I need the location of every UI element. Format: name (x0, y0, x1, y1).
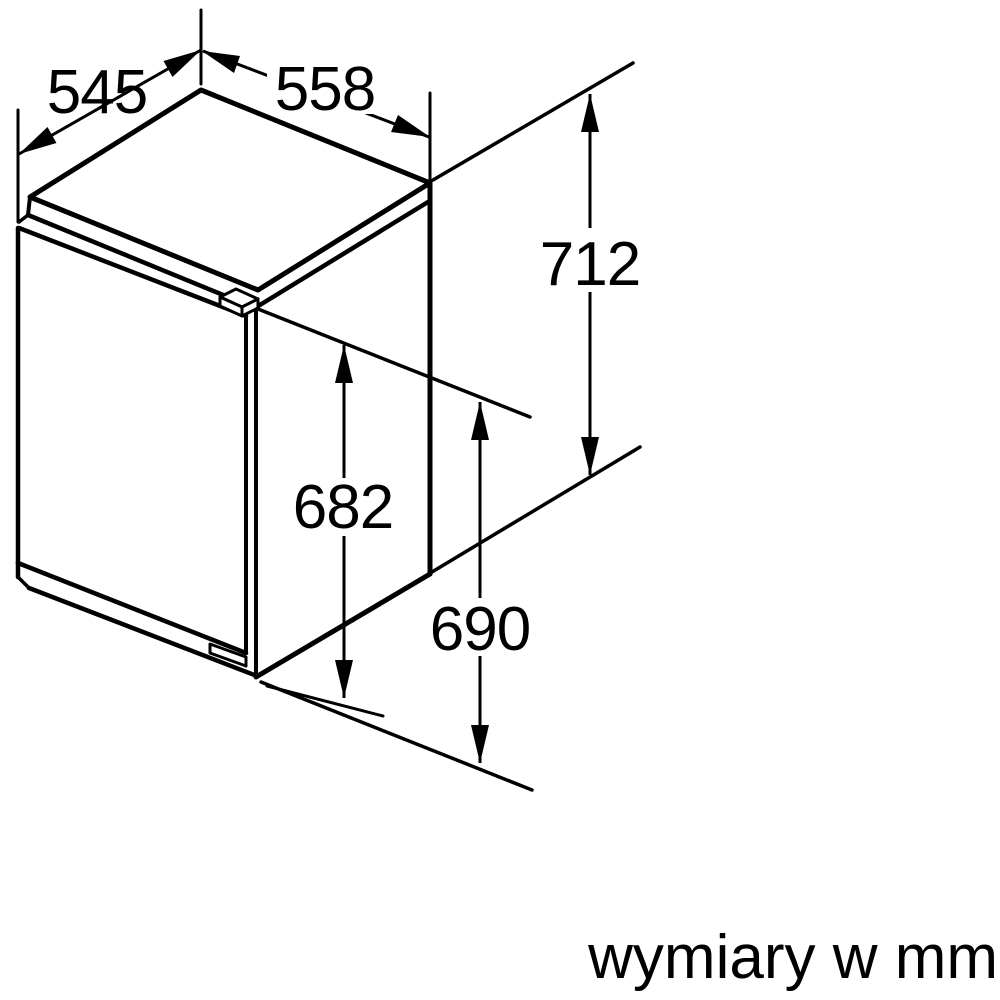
dimension-690: 690 (428, 402, 532, 763)
dimension-558-label: 558 (275, 55, 375, 124)
top-slab-door-step (17, 213, 30, 224)
door-top-reference-line (256, 307, 532, 419)
door-bottom-edge-lower (26, 585, 260, 679)
door-bottom-edge-upper (15, 560, 249, 656)
dimension-545: 545 (18, 48, 202, 156)
dimension-712: 712 (538, 94, 642, 475)
floor-reference-line (259, 680, 534, 792)
dimension-690-label: 690 (430, 595, 530, 664)
height-bottom-reference-line (430, 445, 642, 574)
dimension-712-arrowhead-top (581, 94, 599, 132)
dimension-682: 682 (292, 345, 396, 698)
dimension-712-label: 712 (540, 230, 640, 299)
height-top-reference-line (431, 61, 635, 182)
door-bottom-left-cap-slant (16, 575, 31, 590)
dimension-558: 558 (202, 49, 430, 139)
top-slab-left-cap (26, 195, 32, 217)
units-caption: wymiary w mm (587, 923, 998, 992)
door-foot-block (208, 642, 248, 668)
dimension-545-label: 545 (47, 58, 147, 127)
reference-lines (16, 8, 642, 792)
dimension-558-arrowhead-right (391, 115, 430, 137)
dimension-558-arrowhead-left (202, 51, 240, 73)
top-face-outline (27, 87, 433, 293)
dimension-690-label-background (428, 598, 532, 656)
dimension-682-arrowhead-bottom (335, 660, 353, 698)
dimension-682-label-background (292, 478, 396, 536)
dimension-712-arrowhead-bottom (581, 437, 599, 475)
dimension-545-arrowhead-left (19, 127, 57, 154)
door-top-edge (16, 225, 249, 319)
dimension-712-label-background (538, 228, 642, 292)
dimension-682-label: 682 (293, 473, 393, 542)
dimension-545-arrowhead-right (163, 50, 201, 77)
dimension-690-arrowhead-top (471, 402, 489, 440)
appliance-drawing (15, 87, 433, 680)
dimension-682-arrowhead-top (335, 345, 353, 383)
dimension-558-label-background (267, 52, 383, 114)
top-slab-front-right-edge (252, 199, 431, 311)
dimension-690-arrowhead-bottom (471, 725, 489, 763)
top-slab-front-left-edge (25, 212, 258, 311)
